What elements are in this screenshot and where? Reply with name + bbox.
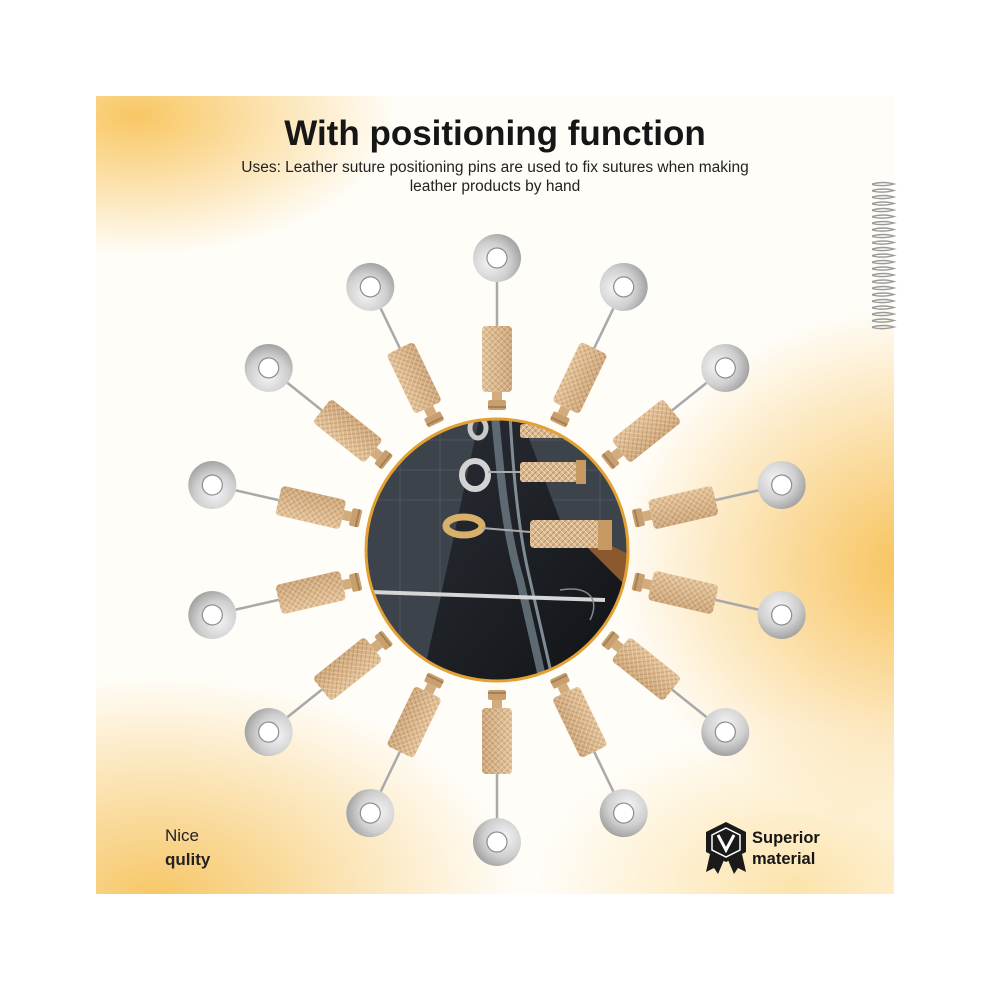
spring-decoration [871, 181, 897, 330]
positioning-pin [244, 343, 393, 469]
nice-quality-label: Nice qulity [165, 824, 210, 872]
positioning-pin [601, 343, 750, 469]
nice-line-2: qulity [165, 850, 211, 869]
page-title: With positioning function [284, 114, 706, 153]
positioning-pin [631, 571, 806, 639]
positioning-pin [550, 262, 648, 428]
uses-line-1: Uses: Leather suture positioning pins ar… [241, 159, 749, 176]
uses-line-2: leather products by hand [409, 178, 581, 195]
positioning-pin [346, 672, 444, 838]
positioning-pin [346, 262, 444, 428]
positioning-pin [473, 690, 521, 866]
positioning-pin [473, 234, 521, 410]
superior-material-label: Superior material [752, 828, 820, 870]
positioning-pin [631, 461, 806, 529]
positioning-pin [244, 631, 393, 757]
superior-line-2: material [752, 850, 816, 868]
positioning-pin [550, 672, 648, 838]
positioning-pin [188, 571, 363, 639]
positioning-pin [601, 631, 750, 757]
superior-line-1: Superior [752, 829, 820, 847]
v-shield-ribbon-icon [706, 822, 746, 874]
positioning-pin [188, 461, 363, 529]
uses-description: Uses: Leather suture positioning pins ar… [0, 158, 990, 196]
center-photo [364, 417, 630, 683]
nice-line-1: Nice [165, 826, 200, 845]
